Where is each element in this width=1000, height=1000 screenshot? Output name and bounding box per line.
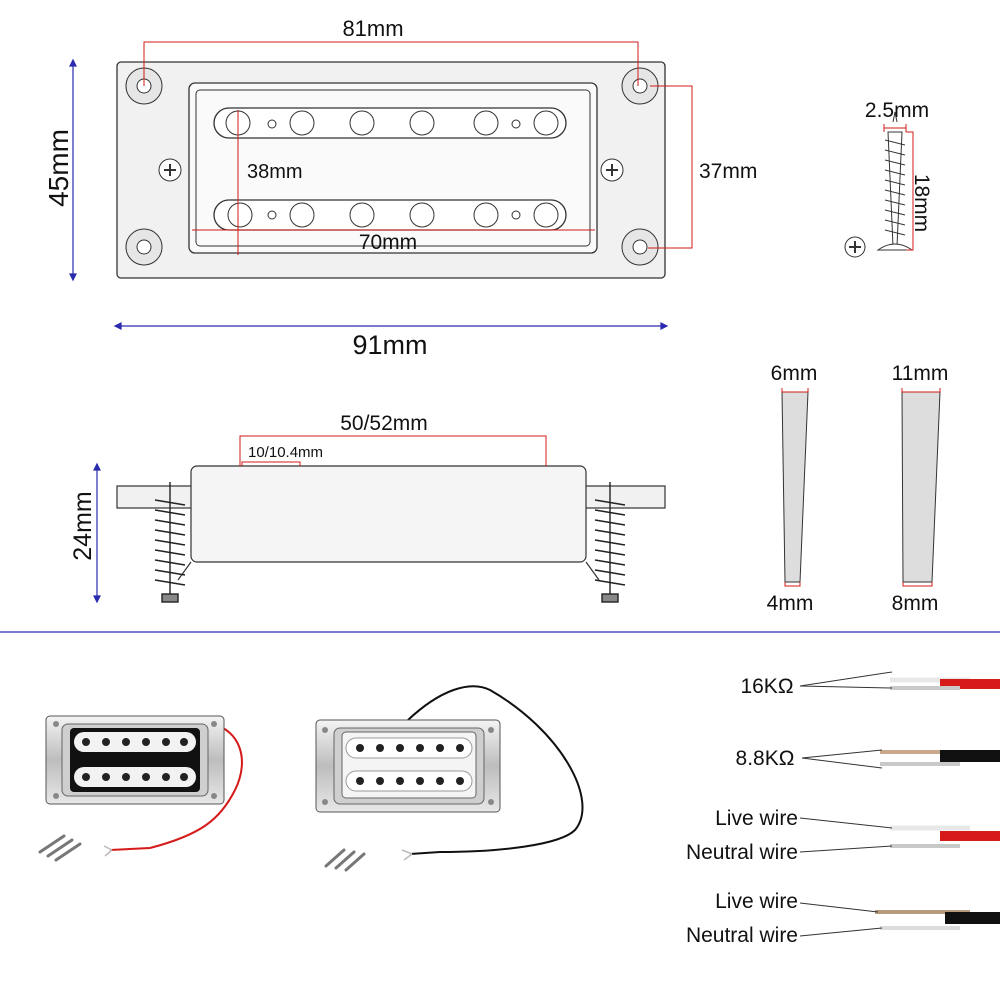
live-wire-label-1: Live wire — [715, 807, 798, 830]
side-screw-icon — [158, 158, 182, 182]
pole-row-bottom — [213, 199, 567, 231]
dim-37mm-label: 37mm — [699, 160, 757, 183]
dim-91mm-label: 91mm — [352, 330, 427, 360]
screws-icon — [38, 834, 82, 862]
top-view-pickup: 81mm 45mm 38mm 37mm 70mm 91mm — [43, 16, 757, 360]
shim-a-top-label: 6mm — [771, 362, 818, 385]
screws-icon — [324, 848, 366, 872]
side-screw-icon — [600, 158, 624, 182]
shim-a: 6mm 4mm — [767, 362, 818, 615]
dim-line-cover — [239, 435, 547, 466]
resistance-8-8k-label: 8.8KΩ — [736, 747, 795, 770]
dim-lines-top — [143, 41, 693, 255]
dim-18mm-label: 18mm — [910, 174, 933, 232]
dim-24mm-label: 24mm — [69, 491, 97, 560]
resistance-16k-label: 16KΩ — [740, 675, 793, 698]
wire-pair-red: Live wire Neutral wire — [686, 807, 1000, 864]
phillips-head-icon — [844, 236, 866, 258]
mounting-hole — [621, 228, 659, 266]
pickup-photo-black-wire — [315, 685, 584, 872]
dim-38mm-label: 38mm — [247, 161, 303, 183]
shim-b-bottom-label: 8mm — [892, 592, 939, 615]
shim-b-top-label: 11mm — [892, 362, 949, 385]
dim-10-10-4mm-label: 10/10.4mm — [248, 444, 323, 461]
dim-line-24-blue — [93, 462, 101, 604]
pickup-photo-red-wire — [38, 715, 243, 862]
mounting-hole — [125, 228, 163, 266]
dim-50-52mm-label: 50/52mm — [340, 412, 428, 435]
wire-16k: 16KΩ — [740, 671, 1000, 698]
pole-row-top — [213, 107, 567, 139]
shim-a-bottom-label: 4mm — [767, 592, 814, 615]
dim-line-91-blue — [113, 322, 669, 330]
shim-b: 11mm 8mm — [892, 362, 949, 615]
dim-line-45-blue — [69, 58, 77, 282]
mounting-screw: 2.5mm 18mm — [844, 99, 933, 258]
dim-45mm-label: 45mm — [43, 129, 74, 207]
wire-pair-black: Live wire Neutral wire — [686, 890, 1000, 947]
neutral-wire-label-1: Neutral wire — [686, 841, 798, 864]
wire-8-8k: 8.8KΩ — [736, 747, 1000, 770]
mounting-hole — [621, 67, 659, 105]
dim-81mm-label: 81mm — [342, 16, 403, 41]
dim-line-pole-spacing — [241, 461, 301, 466]
dim-2-5mm-label: 2.5mm — [865, 99, 929, 122]
dim-70mm-label: 70mm — [359, 231, 417, 254]
spring-right — [594, 482, 626, 603]
spring-left — [154, 482, 186, 603]
side-view-pickup: 50/52mm 10/10.4mm 24mm — [69, 412, 666, 604]
neutral-wire-label-2: Neutral wire — [686, 924, 798, 947]
live-wire-label-2: Live wire — [715, 890, 798, 913]
